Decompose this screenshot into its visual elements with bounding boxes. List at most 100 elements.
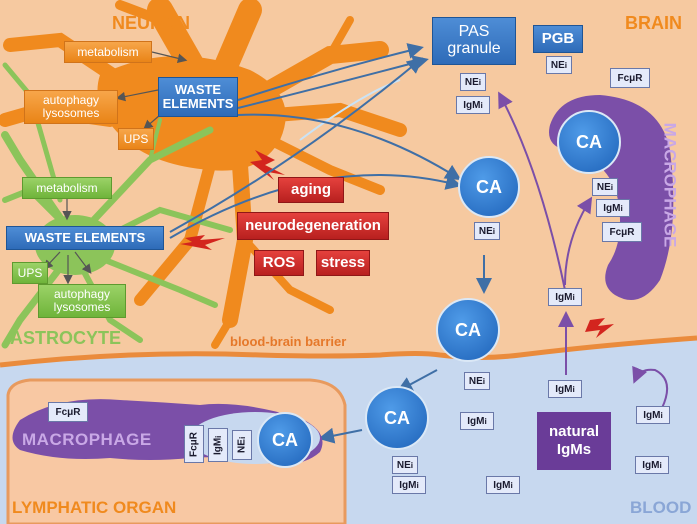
igm-text: IgM	[603, 202, 621, 214]
neuron-lysosomes-label: lysosomes	[42, 106, 100, 120]
neuron-autophagy-label: autophagy	[42, 93, 100, 108]
igm-subscript: i	[480, 100, 483, 110]
blood-label: BLOOD	[630, 498, 692, 517]
igm-subscript: i	[572, 292, 575, 302]
igm-text: IgM	[642, 459, 660, 471]
fcur-tag-vertical: FcμR	[184, 425, 204, 463]
igm-subscript: i	[572, 384, 575, 394]
neuron-waste-line2: ELEMENTS	[162, 96, 234, 111]
ne-text: NE	[596, 181, 611, 193]
lymphatic-label: LYMPHATIC ORGAN	[12, 498, 177, 517]
igm-subscript: i	[416, 480, 419, 490]
bbb-label: blood-brain barrier	[230, 334, 347, 349]
fcur-tag: FcμR	[48, 402, 88, 422]
igm-text: IgM	[467, 415, 485, 427]
neurodegeneration-box: neurodegeneration	[237, 212, 389, 240]
astrocyte-lysosomes-label: lysosomes	[53, 300, 111, 314]
ne-subscript: i	[492, 226, 496, 236]
igm-text: IgM	[463, 99, 481, 111]
pgb-box: PGB	[533, 25, 583, 53]
ne-text: NE	[478, 225, 493, 237]
ne-subscript: i	[564, 60, 568, 70]
neuron-waste-elements-box: WASTE ELEMENTS	[158, 77, 238, 117]
igm-subscript: i	[484, 416, 487, 426]
pas-granule-box: PAS granule	[432, 17, 516, 65]
igm-text: IgM	[643, 409, 661, 421]
ne-text: NE	[468, 375, 483, 387]
ne-text: NE	[550, 59, 565, 71]
brain-macrophage-label: MACROPHAGE	[660, 122, 680, 248]
ca-circle: CA	[436, 298, 500, 362]
neuron-autophagy-box: autophagy lysosomes	[24, 90, 118, 124]
lymph-macrophage-label: MACROPHAGE	[22, 430, 152, 449]
astrocyte-label: ASTROCYTE	[10, 328, 122, 348]
ca-circle: CA	[257, 412, 313, 468]
ne-subscript: i	[410, 460, 414, 470]
brain-label: BRAIN	[625, 13, 682, 33]
blood-brain-barrier-line	[0, 335, 697, 368]
igm-text: IgM	[493, 479, 511, 491]
ca-circle: CA	[557, 110, 621, 174]
ne-subscript: i	[482, 376, 486, 386]
neuron-internal-arrows	[43, 51, 188, 285]
natural-igms-box: natural IgMs	[537, 412, 611, 470]
lightning-1	[250, 150, 285, 180]
igm-text: IgM	[399, 479, 417, 491]
ne-subscript: i	[610, 182, 614, 192]
pas-line2: granule	[447, 40, 501, 57]
ne-text: NE	[464, 76, 479, 88]
astrocyte-metabolism-box: metabolism	[22, 177, 112, 199]
igm-text: IgM	[212, 437, 224, 455]
lightning-3	[585, 318, 614, 338]
igm-text: IgM	[555, 291, 573, 303]
igm-subscript: i	[620, 203, 623, 213]
ne-text: NE	[236, 439, 248, 454]
ne-subscript: i	[478, 77, 482, 87]
igm-subscript: i	[213, 435, 223, 438]
pas-line1: PAS	[458, 23, 490, 41]
ca-circle: CA	[458, 156, 520, 218]
natural-line1: natural	[548, 423, 599, 440]
fcur-tag: FcμR	[602, 222, 642, 242]
ca-circle: CA	[365, 386, 429, 450]
ne-subscript: i	[237, 436, 247, 440]
astrocyte-shape	[1, 62, 233, 349]
astrocyte-autophagy-box: autophagy lysosomes	[38, 284, 126, 318]
astrocyte-waste-elements-box: WASTE ELEMENTS	[6, 226, 164, 250]
igm-text: IgM	[555, 383, 573, 395]
natural-line2: IgMs	[556, 441, 592, 458]
astrocyte-ups-box: UPS	[12, 262, 48, 284]
astrocyte-autophagy-label: autophagy	[53, 287, 111, 302]
igm-subscript: i	[510, 480, 513, 490]
ne-text: NE	[396, 459, 411, 471]
fcur-tag: FcμR	[610, 68, 650, 88]
neuron-metabolism-box: metabolism	[64, 41, 152, 63]
neuron-label: NEURON	[112, 13, 191, 33]
ros-box: ROS	[254, 250, 304, 276]
igm-arrows	[498, 91, 669, 409]
neuron-ups-box: UPS	[118, 128, 154, 150]
stress-box: stress	[316, 250, 370, 276]
igm-subscript: i	[660, 410, 663, 420]
aging-box: aging	[278, 177, 344, 203]
lightning-2	[180, 235, 225, 250]
igm-subscript: i	[659, 460, 662, 470]
neuron-waste-line1: WASTE	[174, 82, 222, 98]
